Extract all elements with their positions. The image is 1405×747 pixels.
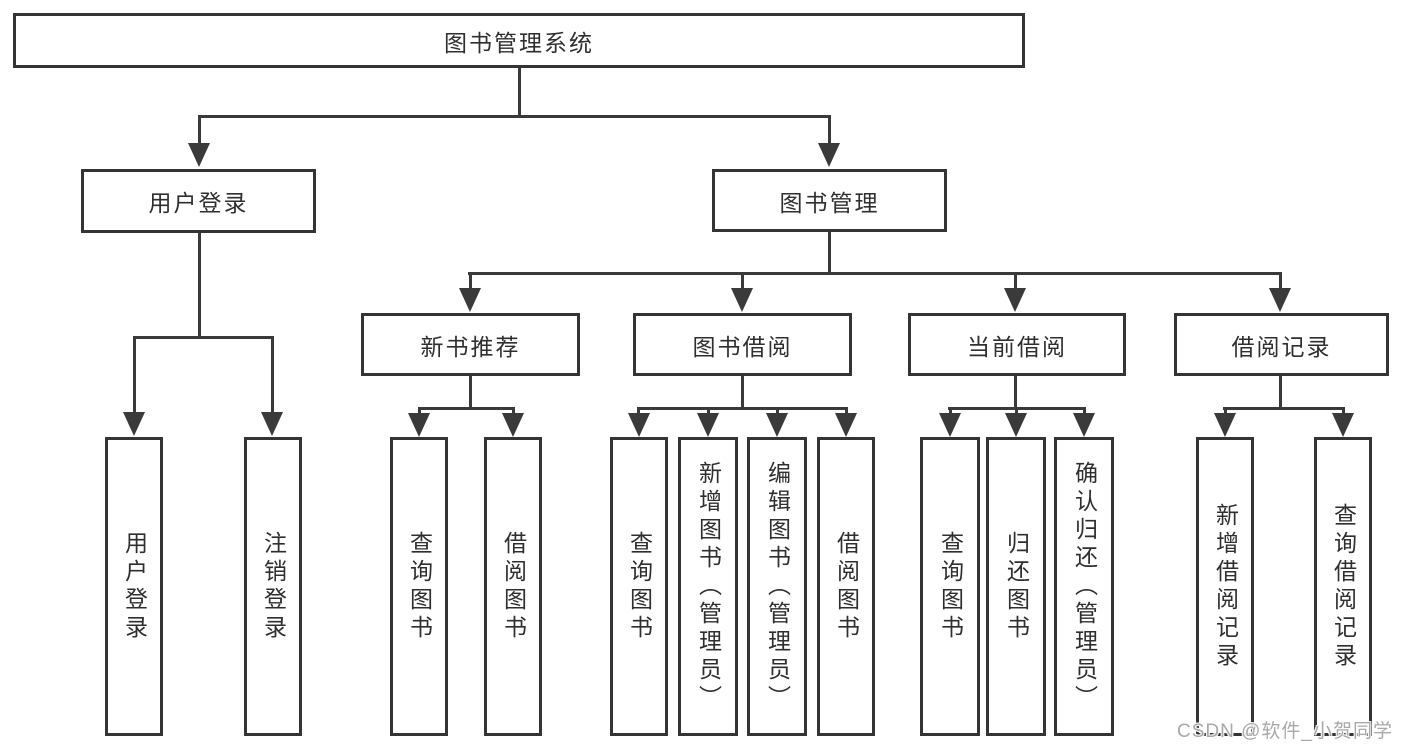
node-label: 图书管理系统 [444, 29, 594, 56]
connector-user-children-bar [133, 336, 274, 339]
leaf-borrow-add-book-admin: 新增图书（管理员） [678, 437, 738, 736]
node-user-login: 用户登录 [81, 169, 316, 233]
connector-user-login-stem [198, 232, 201, 337]
connector-currentborrow-children-bar [948, 407, 1084, 410]
arrow-down-book-mgmt [818, 143, 840, 167]
arrow-down-user-login [188, 143, 210, 167]
node-label: 图书借阅 [692, 333, 793, 360]
connector-module-drop-3 [1014, 272, 1017, 290]
node-label: 当前借阅 [967, 333, 1067, 360]
leaf-newbook-query-book: 查询图书 [390, 437, 448, 736]
connector-module-stem-2 [741, 375, 744, 409]
arrow-down-leaf-cb3 [1073, 413, 1095, 437]
node-label: 注销登录 [260, 530, 287, 643]
leaf-current-confirm-return-admin: 确认归还（管理员） [1054, 437, 1114, 736]
node-label: 新增图书（管理员） [695, 460, 722, 713]
arrow-down-leaf-user2 [261, 412, 283, 436]
arrow-down-leaf-nb2 [502, 413, 524, 437]
node-label: 借阅图书 [833, 530, 860, 643]
arrow-down-leaf-cb2 [1005, 413, 1027, 437]
connector-leaf-drop-br1 [1224, 407, 1227, 415]
arrow-down-leaf-nb1 [408, 413, 430, 437]
arrow-down-leaf-user1 [123, 412, 145, 436]
connector-module-stem-3 [1014, 375, 1017, 409]
arrow-down-leaf-br1 [1214, 413, 1236, 437]
connector-module-stem-4 [1279, 375, 1282, 409]
node-label: 查询图书 [406, 530, 433, 643]
connector-borrowrecord-children-bar [1223, 407, 1344, 410]
connector-leaf-drop-cb3 [1083, 407, 1086, 415]
node-label: 借阅记录 [1231, 333, 1332, 360]
node-label: 新增借阅记录 [1212, 502, 1239, 671]
connector-level1-bar [198, 115, 831, 118]
connector-newbook-children-bar [418, 407, 515, 410]
leaf-borrow-query-book: 查询图书 [610, 437, 668, 736]
arrow-down-leaf-br2 [1332, 413, 1354, 437]
node-label: 查询借阅记录 [1330, 502, 1357, 671]
leaf-current-return-book: 归还图书 [986, 437, 1046, 736]
connector-leaf-drop-bb1 [637, 407, 640, 415]
connector-module-drop-4 [1279, 272, 1282, 290]
connector-leaf-drop-nb2 [512, 407, 515, 415]
node-new-book-recommend: 新书推荐 [361, 313, 580, 376]
connector-leaf-drop-cb1 [949, 407, 952, 415]
connector-leaf-drop-bb2 [707, 407, 710, 415]
connector-bookborrow-children-bar [637, 407, 847, 410]
arrow-down-leaf-bb3 [766, 413, 788, 437]
arrow-down-leaf-bb2 [697, 413, 719, 437]
connector-branch-user-drop [198, 115, 201, 145]
node-label: 查询图书 [626, 530, 653, 643]
connector-root-stem [518, 68, 521, 117]
connector-level3-bar [468, 272, 1282, 275]
node-label: 图书管理 [779, 189, 880, 216]
connector-module-stem-1 [469, 375, 472, 409]
node-label: 新书推荐 [420, 333, 521, 360]
arrow-down-leaf-cb1 [939, 413, 961, 437]
node-label: 确认归还（管理员） [1071, 460, 1098, 713]
connector-module-drop-1 [469, 272, 472, 290]
csdn-watermark: CSDN @软件_小贺同学 [1177, 721, 1393, 742]
connector-module-drop-2 [741, 272, 744, 290]
leaf-newbook-borrow-book: 借阅图书 [484, 437, 542, 736]
node-label: 查询图书 [937, 530, 964, 643]
node-label: 编辑图书（管理员） [764, 460, 791, 713]
leaf-record-add-record: 新增借阅记录 [1196, 437, 1254, 736]
node-borrow-record: 借阅记录 [1174, 313, 1389, 376]
leaf-logout: 注销登录 [244, 437, 302, 736]
arrow-down-borrow-record [1269, 288, 1291, 312]
node-label: 用户登录 [148, 190, 249, 216]
connector-user-leaf-drop-1 [133, 336, 136, 414]
arrow-down-book-borrow [731, 288, 753, 312]
connector-book-mgmt-stem [828, 232, 831, 274]
node-label: 归还图书 [1003, 530, 1030, 643]
node-book-borrow: 图书借阅 [633, 313, 852, 376]
node-current-borrow: 当前借阅 [908, 313, 1126, 376]
connector-leaf-drop-br2 [1342, 407, 1345, 415]
connector-user-leaf-drop-2 [271, 336, 274, 414]
connector-leaf-drop-bb4 [845, 407, 848, 415]
connector-leaf-drop-cb2 [1015, 407, 1018, 415]
leaf-borrow-edit-book-admin: 编辑图书（管理员） [747, 437, 807, 736]
node-label: 用户登录 [121, 530, 148, 643]
arrow-down-leaf-bb1 [628, 413, 650, 437]
arrow-down-current-borrow [1004, 288, 1026, 312]
leaf-borrow-borrow-book: 借阅图书 [817, 437, 875, 736]
leaf-record-query-record: 查询借阅记录 [1314, 437, 1372, 736]
connector-branch-mgmt-drop [828, 115, 831, 145]
node-root-system: 图书管理系统 [13, 13, 1025, 68]
connector-leaf-drop-bb3 [776, 407, 779, 415]
node-label: 借阅图书 [500, 530, 527, 643]
arrow-down-new-book [459, 288, 481, 312]
arrow-down-leaf-bb4 [835, 413, 857, 437]
node-book-management: 图书管理 [712, 169, 947, 232]
connector-leaf-drop-nb1 [418, 407, 421, 415]
leaf-current-query-book: 查询图书 [920, 437, 980, 736]
leaf-user-login: 用户登录 [105, 437, 163, 736]
